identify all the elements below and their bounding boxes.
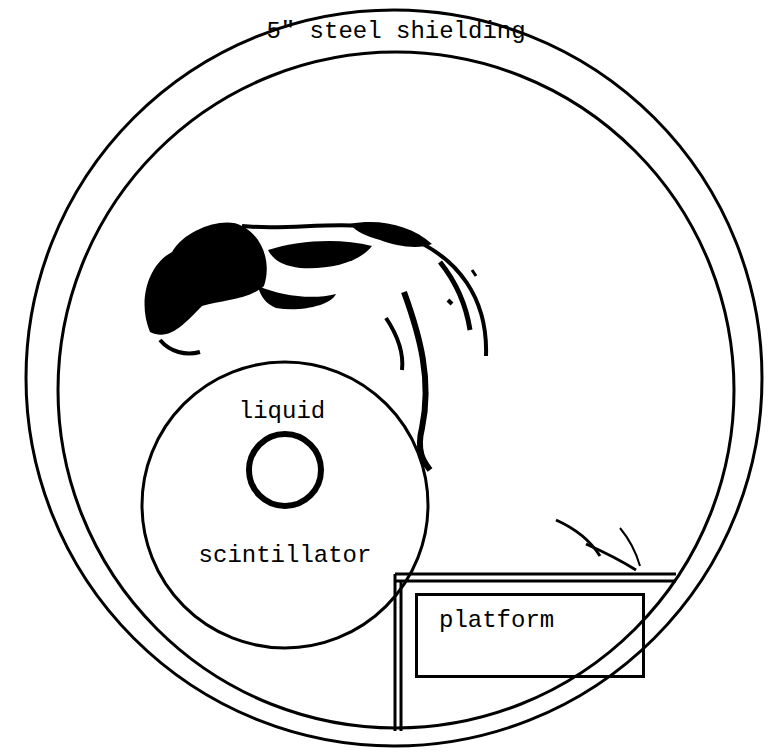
platform-rect	[417, 595, 644, 677]
scintillator-cylinder: liquid scintillator	[140, 360, 430, 650]
platform-label: platform	[439, 607, 554, 635]
rect-outline	[415, 593, 645, 678]
platform-frame	[395, 574, 676, 731]
outer-shield-circle	[26, 10, 762, 746]
platform-box: platform	[415, 593, 645, 678]
shielding-label: 5" steel shielding	[266, 18, 525, 46]
steel-shielding-ring: liquid scintillator platform 5" steel shiel…	[24, 8, 764, 748]
inner-shield-circle	[58, 52, 734, 728]
scintillator-circle	[142, 362, 428, 648]
scintillator-label: scintillator	[199, 542, 372, 570]
mouse	[145, 222, 640, 570]
scintillator-label: liquid	[239, 398, 325, 426]
ring-outline	[24, 8, 764, 748]
inner-tube-ring	[249, 434, 321, 506]
